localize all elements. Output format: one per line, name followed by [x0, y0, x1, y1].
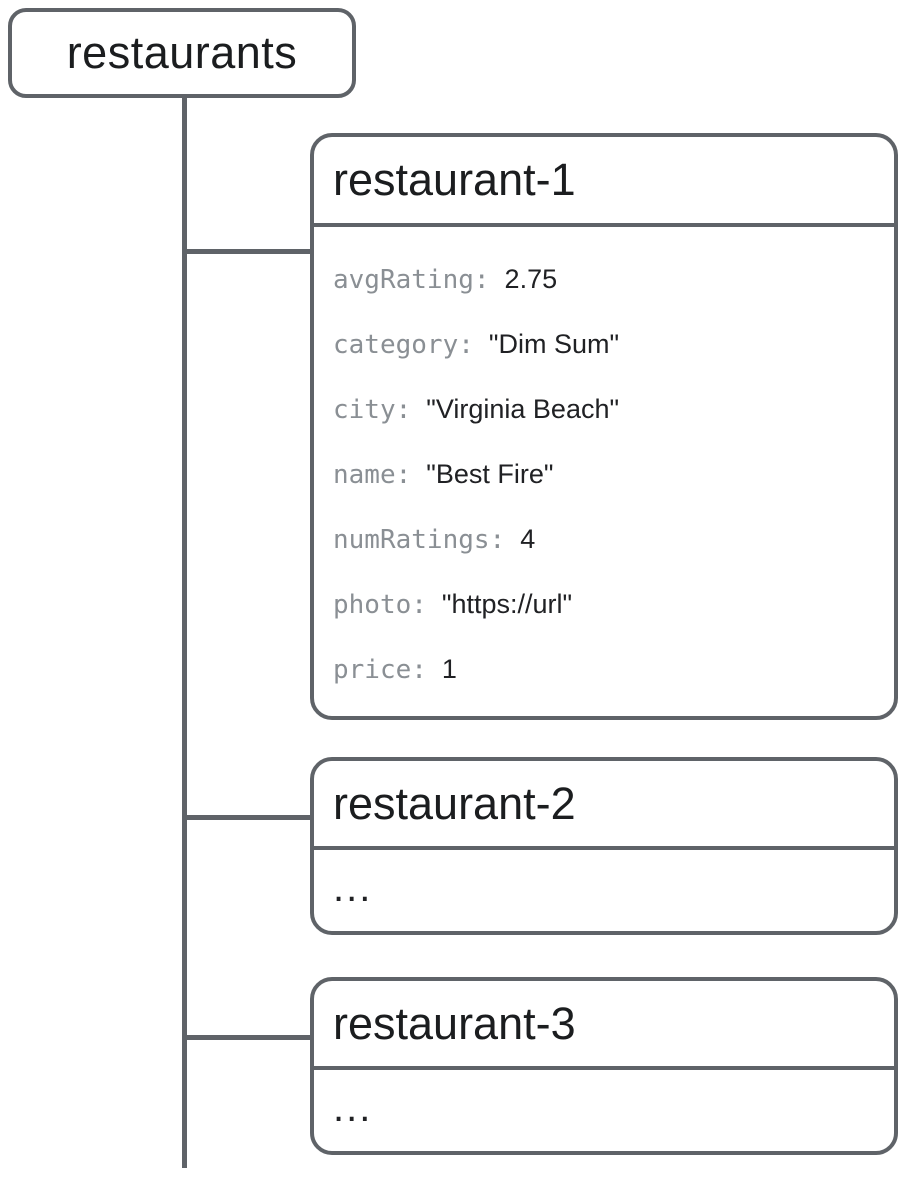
- document-fields: avgRating: 2.75 category: "Dim Sum" city…: [314, 227, 894, 702]
- document-title: restaurant-2: [333, 777, 576, 829]
- field-row-numratings: numRatings: 4: [333, 507, 894, 572]
- tree-branch-line-restaurant-2: [184, 815, 312, 820]
- document-card-restaurant-2: restaurant-2 ...: [310, 757, 898, 935]
- tree-branch-line-restaurant-3: [184, 1035, 312, 1040]
- field-key: photo:: [333, 589, 427, 620]
- field-value: "Best Fire": [426, 459, 554, 489]
- field-key: price:: [333, 654, 427, 685]
- document-fields-collapsed: ...: [314, 1070, 894, 1140]
- collection-label: restaurants: [66, 27, 298, 78]
- field-row-photo: photo: "https://url": [333, 572, 894, 637]
- tree-trunk-line: [182, 96, 187, 1168]
- document-title: restaurant-1: [333, 154, 576, 205]
- field-key: city:: [333, 394, 412, 425]
- document-card-restaurant-3: restaurant-3 ...: [310, 977, 898, 1155]
- field-key: category:: [333, 329, 474, 360]
- collapsed-fields-ellipsis: ...: [333, 1086, 373, 1130]
- field-row-category: category: "Dim Sum": [333, 312, 894, 377]
- field-key: numRatings:: [333, 524, 506, 555]
- field-row-name: name: "Best Fire": [333, 442, 894, 507]
- document-title: restaurant-3: [333, 997, 576, 1049]
- collapsed-fields-ellipsis: ...: [333, 866, 373, 910]
- field-value: 4: [520, 524, 536, 554]
- field-row-price: price: 1: [333, 637, 894, 702]
- collection-node-restaurants: restaurants: [8, 8, 356, 98]
- field-key: name:: [333, 459, 412, 490]
- field-row-city: city: "Virginia Beach": [333, 377, 894, 442]
- document-card-header: restaurant-2: [314, 761, 894, 850]
- field-value: "Dim Sum": [488, 329, 620, 359]
- field-value: "https://url": [441, 589, 573, 619]
- document-fields-collapsed: ...: [314, 850, 894, 920]
- field-value: 1: [441, 654, 457, 684]
- field-value: "Virginia Beach": [426, 394, 620, 424]
- document-card-restaurant-1: restaurant-1 avgRating: 2.75 category: "…: [310, 133, 898, 720]
- document-card-header: restaurant-3: [314, 981, 894, 1070]
- field-row-avgrating: avgRating: 2.75: [333, 247, 894, 312]
- field-value: 2.75: [504, 264, 558, 294]
- document-card-header: restaurant-1: [314, 137, 894, 227]
- field-key: avgRating:: [333, 264, 490, 295]
- tree-branch-line-restaurant-1: [184, 249, 312, 254]
